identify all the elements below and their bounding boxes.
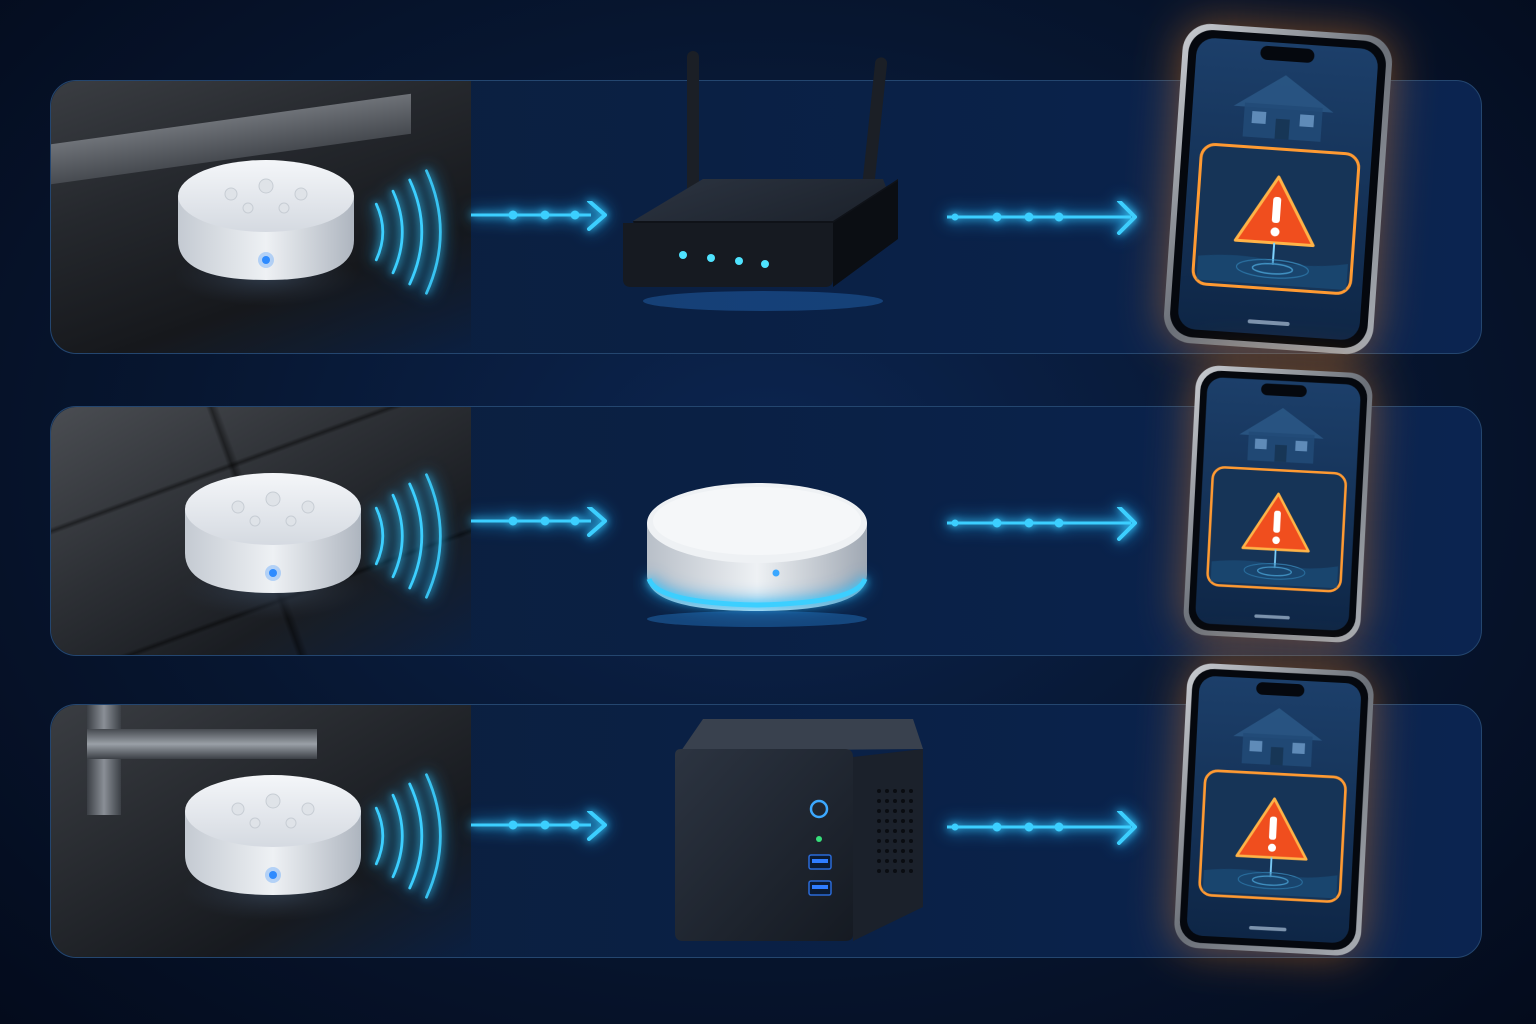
pipe (87, 729, 317, 759)
flow-row-mini-pc (50, 661, 1482, 958)
arrow-right-icon (947, 201, 1137, 235)
flow-row-smart-hub (50, 363, 1482, 656)
phone-leak-alert (1181, 363, 1375, 645)
water-leak-sensor (176, 159, 359, 306)
mini-pc-server-icon (675, 719, 923, 941)
wireless-signal-icon (374, 773, 442, 899)
arrow-right-icon (947, 811, 1137, 845)
phone-leak-alert (1162, 22, 1394, 356)
pipe (87, 705, 121, 815)
flow-row-wifi-router (50, 22, 1482, 356)
wireless-signal-icon (374, 473, 442, 599)
water-leak-sensor (183, 472, 366, 619)
arrow-right-icon (471, 201, 607, 231)
wireless-signal-icon (374, 169, 442, 295)
round-hub-icon (646, 483, 868, 627)
wifi-router-icon (623, 51, 898, 311)
water-leak-sensor (183, 774, 366, 921)
arrow-right-icon (947, 507, 1137, 541)
arrow-right-icon (471, 507, 607, 537)
arrow-right-icon (471, 811, 607, 841)
phone-leak-alert (1171, 661, 1377, 958)
